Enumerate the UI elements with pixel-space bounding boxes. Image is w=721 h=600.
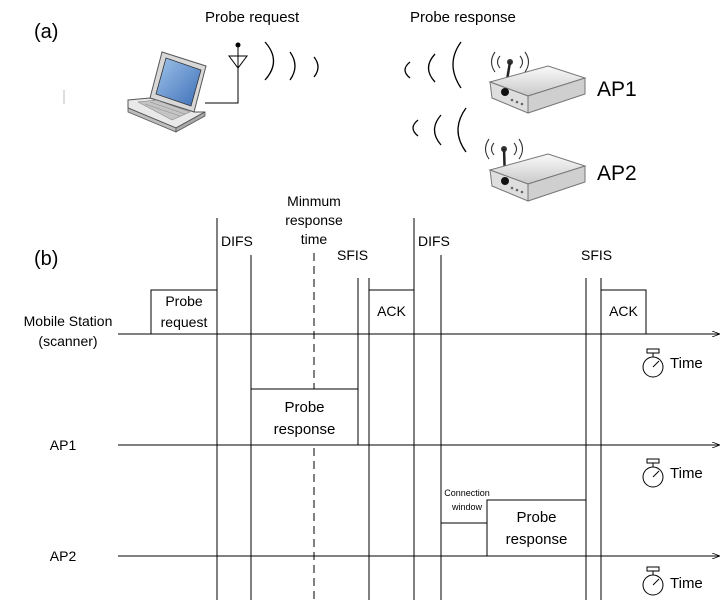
stopwatch-icon bbox=[643, 459, 663, 487]
probe-response-ap1-line1: Probe bbox=[284, 399, 324, 416]
router-icon bbox=[486, 139, 586, 201]
ap2-row-label: AP2 bbox=[50, 548, 77, 564]
panel-a-label: (a) bbox=[34, 21, 58, 43]
stopwatch-icon bbox=[643, 567, 663, 595]
sfis-label-1: SFIS bbox=[337, 247, 368, 263]
laptop-icon bbox=[128, 52, 206, 132]
min-response-line2: response bbox=[285, 212, 343, 228]
antenna-icon bbox=[205, 43, 247, 104]
probe-response-waves-ap2 bbox=[413, 108, 466, 152]
time-label-1: Time bbox=[670, 355, 703, 372]
connection-window-box bbox=[441, 523, 487, 556]
difs-label-2: DIFS bbox=[418, 233, 450, 249]
min-response-line3: time bbox=[301, 231, 328, 247]
probe-request-box-line2: request bbox=[161, 314, 208, 330]
sfis-label-2: SFIS bbox=[581, 247, 612, 263]
scanner-label: (scanner) bbox=[38, 333, 97, 349]
probe-request-box-line1: Probe bbox=[165, 293, 203, 309]
ap2-label: AP2 bbox=[597, 162, 637, 185]
ack-label-2: ACK bbox=[609, 303, 638, 319]
time-label-3: Time bbox=[670, 575, 703, 592]
connection-window-line1: Connection bbox=[444, 488, 490, 498]
probe-response-ap2-line1: Probe bbox=[516, 509, 556, 526]
probe-response-waves-ap1 bbox=[405, 42, 461, 88]
time-label-2: Time bbox=[670, 465, 703, 482]
connection-window-line2: window bbox=[451, 502, 483, 512]
ap1-row-label: AP1 bbox=[50, 437, 77, 453]
panel-b-label: (b) bbox=[34, 248, 58, 270]
probe-request-waves bbox=[265, 42, 318, 80]
probe-response-ap2-line2: response bbox=[506, 531, 568, 548]
router-icon bbox=[490, 52, 585, 113]
mobile-station-label: Mobile Station bbox=[24, 313, 113, 329]
ap1-label: AP1 bbox=[597, 78, 637, 101]
stopwatch-icon bbox=[643, 349, 663, 377]
probe-response-ap1-line2: response bbox=[274, 421, 336, 438]
difs-label-1: DIFS bbox=[221, 233, 253, 249]
min-response-line1: Minmum bbox=[287, 193, 341, 209]
probe-response-title: Probe response bbox=[410, 9, 516, 26]
probe-request-title: Probe request bbox=[205, 9, 300, 26]
ack-label-1: ACK bbox=[377, 303, 406, 319]
